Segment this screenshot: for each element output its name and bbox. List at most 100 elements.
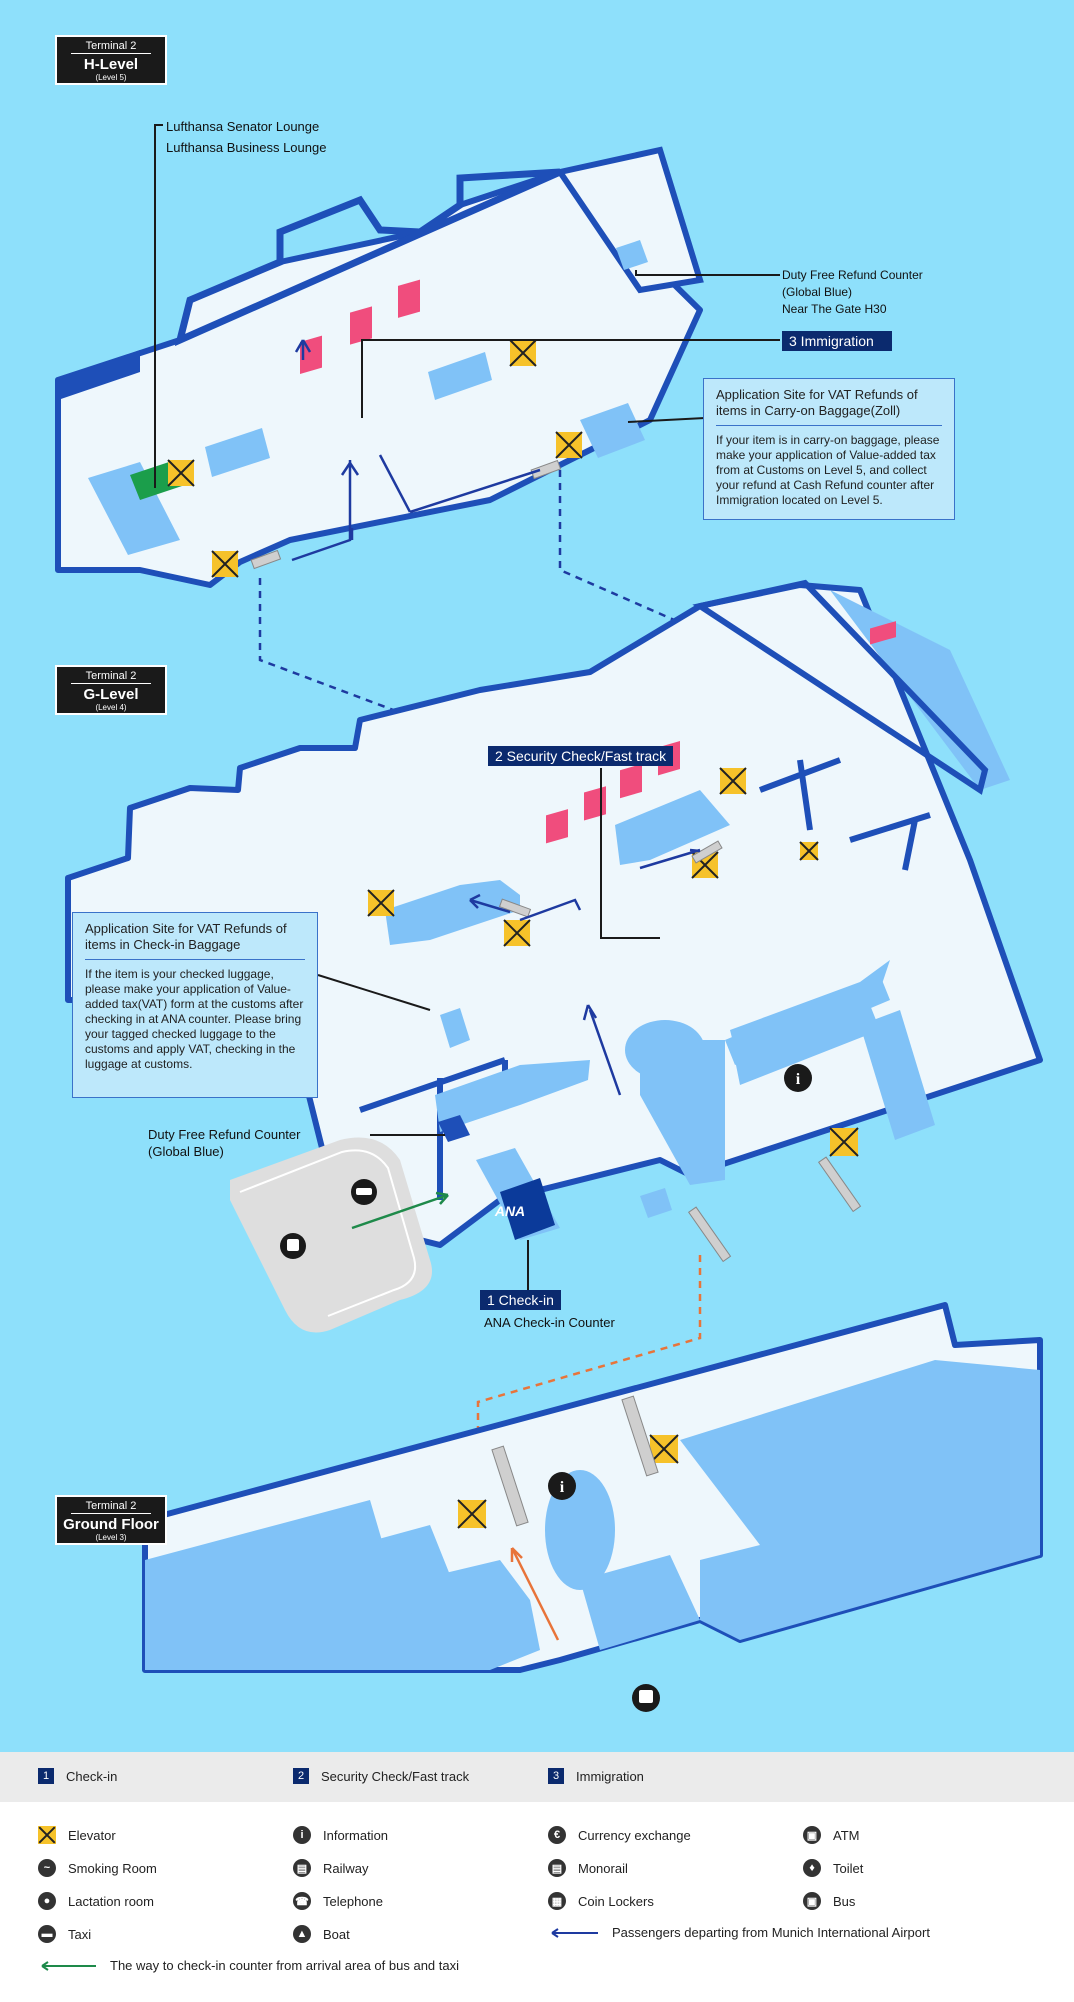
immigration-tag: 3 Immigration <box>782 331 892 351</box>
elevator-icon <box>167 459 195 487</box>
immigration-booth <box>398 279 420 318</box>
lactation-room-icon: ● <box>38 1892 56 1910</box>
checkin-tag: 1 Check-in <box>480 1290 561 1310</box>
gf-block-right <box>680 1360 1040 1640</box>
terminal-map: i ANA i <box>55 124 1043 1712</box>
boat-icon: ▲ <box>293 1925 311 1943</box>
dutyfree-g-label: Duty Free Refund Counter (Global Blue) <box>148 1127 301 1159</box>
lounge-label: Lufthansa Senator Lounge Lufthansa Busin… <box>166 119 327 155</box>
g-block-5 <box>860 1010 935 1140</box>
elevator-icon <box>649 1434 679 1464</box>
information-icon: i <box>784 1064 812 1092</box>
g-block-1 <box>435 1060 590 1132</box>
escalator-icon <box>250 549 282 570</box>
escalator-icon <box>621 1395 659 1477</box>
level-tag-h: Terminal 2 H-Level (Level 5) <box>55 35 167 85</box>
security-lane <box>546 809 568 844</box>
legend-item: ▤Railway <box>293 1859 369 1877</box>
escalator-icon <box>691 840 723 864</box>
legend-busway: The way to check-in counter from arrival… <box>38 1958 459 1973</box>
elevator-icon <box>367 889 395 917</box>
elevator-icon <box>509 339 537 367</box>
information-icon: i <box>293 1826 311 1844</box>
elevator-icon <box>457 1499 487 1529</box>
h-level-floor <box>55 146 704 588</box>
gf-block-left-inner <box>375 1525 460 1618</box>
blue-arrow-icon <box>551 1927 598 1938</box>
vat-carry-on-box: Application Site for VAT Refunds of item… <box>703 378 955 520</box>
monorail-icon: ▤ <box>548 1859 566 1877</box>
taxi-icon <box>351 1179 377 1205</box>
escalator-icon <box>498 898 532 918</box>
legend-item: Elevator <box>38 1826 116 1844</box>
elevator-icon <box>503 919 531 947</box>
information-icon: i <box>548 1472 576 1500</box>
arrival-path <box>510 1547 560 1641</box>
elevator-icon <box>555 431 583 459</box>
railway-icon: ▤ <box>293 1859 311 1877</box>
dutyfree-g-block <box>438 1115 470 1142</box>
currency-exchange-icon: € <box>548 1826 566 1844</box>
h-block-2 <box>428 352 492 400</box>
toilet-icon: ♦ <box>803 1859 821 1877</box>
legend-item: ☎Telephone <box>293 1892 383 1910</box>
bus-taxi-path <box>351 1191 449 1230</box>
g-block-security-1 <box>385 880 520 945</box>
bus-icon <box>280 1233 306 1259</box>
g-block-security-2 <box>615 790 730 865</box>
elevator-icon <box>38 1826 56 1844</box>
customs-h-block <box>580 403 645 458</box>
g-block-4 <box>730 960 890 1050</box>
elevator-icon <box>799 841 819 861</box>
legend-item: ▤Monorail <box>548 1859 628 1877</box>
g-small-block <box>640 1188 672 1218</box>
atm-icon: ▣ <box>803 1826 821 1844</box>
legend-item: ▲Boat <box>293 1925 350 1943</box>
toilet-block <box>870 621 896 645</box>
departure-path <box>291 339 541 562</box>
legend-item: ~Smoking Room <box>38 1859 157 1877</box>
gf-info-island <box>545 1470 615 1590</box>
bus-taxi-arrival-area <box>230 1137 432 1333</box>
escalator-icon <box>688 1206 732 1263</box>
level-tag-g: Terminal 2 G-Level (Level 4) <box>55 665 167 715</box>
escalator-icon <box>530 459 562 480</box>
legend-item: ▣ATM <box>803 1826 859 1844</box>
ana-counter <box>500 1178 555 1240</box>
ana-counter-label: ANA Check-in Counter <box>484 1315 615 1330</box>
svg-text:i: i <box>560 1479 565 1496</box>
g-round-block <box>625 1020 705 1080</box>
escalator-icon <box>818 1156 862 1213</box>
security-tag: 2 Security Check/Fast track <box>488 746 674 766</box>
legend-item: ●Lactation room <box>38 1892 154 1910</box>
vat-checkin-box: Application Site for VAT Refunds of item… <box>72 912 318 1098</box>
railway-icon <box>632 1684 660 1712</box>
lounge-block <box>88 462 180 555</box>
vat-checkin-block <box>440 1008 470 1048</box>
smoking-room-icon: ~ <box>38 1859 56 1877</box>
ana-logo: ANA <box>494 1203 525 1219</box>
dutyfree-h-label: Duty Free Refund Counter (Global Blue) N… <box>782 268 923 316</box>
svg-text:i: i <box>796 1071 801 1088</box>
legend-item: ▬Taxi <box>38 1925 91 1943</box>
gf-block-mid <box>580 1555 700 1650</box>
telephone-icon: ☎ <box>293 1892 311 1910</box>
elevator-icon <box>719 767 747 795</box>
legend-item: ▣Bus <box>803 1892 855 1910</box>
legend-item: €Currency exchange <box>548 1826 691 1844</box>
security-lane <box>620 763 642 799</box>
dutyfree-h-block <box>616 240 648 270</box>
h-block-1 <box>205 428 270 477</box>
gf-block-left <box>145 1500 540 1670</box>
green-arrow-icon <box>41 1960 96 1971</box>
taxi-icon: ▬ <box>38 1925 56 1943</box>
legend-item: ▦Coin Lockers <box>548 1892 654 1910</box>
immigration-booth <box>350 306 372 345</box>
coin-lockers-icon: ▦ <box>548 1892 566 1910</box>
